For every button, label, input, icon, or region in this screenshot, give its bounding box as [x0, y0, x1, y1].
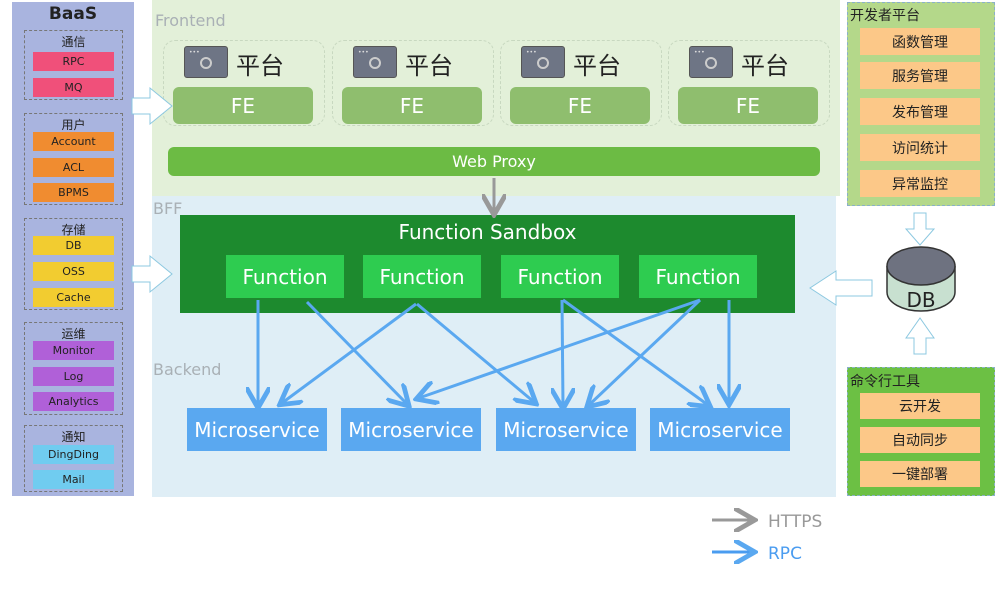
rpc-arrow	[416, 302, 534, 402]
rpc-arrow	[305, 300, 407, 404]
baas-group-1: 用户	[24, 113, 123, 205]
baas-item-log: Log	[33, 367, 114, 386]
cli-title: 命令行工具	[850, 374, 920, 390]
baas-group-title: 存储	[61, 223, 86, 237]
rpc-arrow	[562, 298, 708, 405]
cli-to-db-arrow	[905, 317, 935, 355]
rpc-arrow	[589, 298, 702, 405]
platform-title: 平台	[741, 52, 789, 80]
web-proxy: Web Proxy	[168, 147, 820, 176]
baas-item-bpms: BPMS	[33, 183, 114, 202]
function-block: Function	[226, 255, 344, 298]
platform-title: 平台	[573, 52, 621, 80]
baas-group-0: 通信	[24, 30, 123, 100]
baas-group-title: 运维	[61, 327, 86, 341]
baas-item-oss: OSS	[33, 262, 114, 281]
legend-https-label: HTTPS	[768, 512, 822, 532]
platform-title: 平台	[236, 52, 284, 80]
browser-icon: •••	[689, 46, 733, 78]
rpc-arrow	[419, 298, 701, 398]
browser-icon: •••	[353, 46, 397, 78]
dev-platform-item: 异常监控	[860, 170, 980, 197]
bff-label: BFF	[153, 199, 183, 218]
baas-item-dingding: DingDing	[33, 445, 114, 464]
microservice-block: Microservice	[496, 408, 636, 451]
db-label: DB	[906, 288, 935, 312]
db-to-sandbox-arrow	[809, 270, 873, 306]
microservice-block: Microservice	[341, 408, 481, 451]
fe-block: FE	[342, 87, 482, 124]
dev-platform-item: 服务管理	[860, 62, 980, 89]
platform-title: 平台	[405, 52, 453, 80]
browser-icon: •••	[521, 46, 565, 78]
baas-item-acl: ACL	[33, 158, 114, 177]
baas-item-account: Account	[33, 132, 114, 151]
fe-block: FE	[510, 87, 650, 124]
microservice-block: Microservice	[187, 408, 327, 451]
legend-rpc-label: RPC	[768, 544, 802, 564]
baas-group-4: 通知	[24, 425, 123, 492]
rpc-arrow	[562, 299, 563, 406]
cli-item: 云开发	[860, 393, 980, 419]
dev-platform-item: 访问统计	[860, 134, 980, 161]
baas-to-frontend-arrow	[131, 86, 173, 126]
cli-item: 一键部署	[860, 461, 980, 487]
cli-item: 自动同步	[860, 427, 980, 453]
platform-card	[163, 40, 325, 126]
dev-platform-item: 函数管理	[860, 28, 980, 55]
frontend-label: Frontend	[155, 11, 226, 30]
baas-item-monitor: Monitor	[33, 341, 114, 360]
backend-label: Backend	[153, 360, 222, 379]
baas-to-bff-arrow	[131, 254, 173, 294]
baas-item-analytics: Analytics	[33, 392, 114, 411]
baas-group-3: 运维	[24, 322, 123, 415]
dev-to-db-arrow	[904, 212, 936, 246]
platform-card	[668, 40, 830, 126]
browser-icon: •••	[184, 46, 228, 78]
function-block: Function	[639, 255, 757, 298]
baas-item-rpc: RPC	[33, 52, 114, 71]
fe-block: FE	[678, 87, 818, 124]
baas-group-title: 通知	[61, 430, 86, 444]
rpc-arrow	[282, 302, 417, 403]
baas-group-title: 用户	[61, 118, 86, 132]
baas-item-mq: MQ	[33, 78, 114, 97]
db-cylinder-icon	[886, 246, 956, 312]
dev-platform-title: 开发者平台	[850, 8, 920, 24]
baas-group-title: 通信	[61, 35, 86, 49]
baas-title: BaaS	[48, 4, 98, 24]
function-block: Function	[363, 255, 481, 298]
sandbox-title: Function Sandbox	[398, 220, 577, 244]
baas-group-2: 存储	[24, 218, 123, 310]
fe-block: FE	[173, 87, 313, 124]
platform-card	[332, 40, 494, 126]
microservice-block: Microservice	[650, 408, 790, 451]
platform-card	[500, 40, 662, 126]
baas-item-mail: Mail	[33, 470, 114, 489]
function-block: Function	[501, 255, 619, 298]
baas-item-db: DB	[33, 236, 114, 255]
baas-item-cache: Cache	[33, 288, 114, 307]
dev-platform-item: 发布管理	[860, 98, 980, 125]
